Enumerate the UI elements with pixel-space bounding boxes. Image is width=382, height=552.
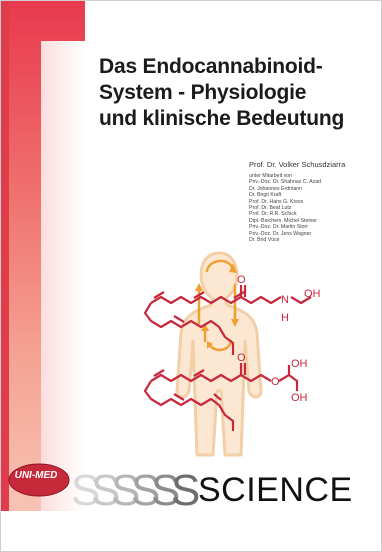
- molecule-label-n: N: [281, 294, 289, 306]
- molecule-label-oh-bottom: OH: [291, 392, 308, 404]
- arrow-head-icon: [201, 323, 209, 331]
- series-logo-icon: S S S S S S: [71, 466, 200, 513]
- svg-text:S: S: [111, 466, 140, 513]
- contributor: Prof. Dr. R.R. Schick: [249, 211, 297, 218]
- svg-text:S: S: [171, 466, 200, 513]
- molecule-label-o-top: O: [237, 274, 246, 286]
- accent-stripe-edge: [1, 1, 9, 511]
- contributor: Dipl.-Biochem. Michel Steiner: [249, 217, 318, 224]
- molecule-label-h: H: [281, 312, 289, 324]
- molecule-label-o-mid: O: [237, 352, 246, 364]
- arrow-head-icon: [207, 341, 213, 349]
- arrow-bottom-curve-icon: [207, 339, 233, 352]
- molecule-anandamide: [143, 285, 312, 355]
- contributors-intro: unter Mitarbeit von: [249, 173, 292, 179]
- contributor: Dr. Birgit Kraft: [249, 192, 282, 199]
- svg-text:S: S: [151, 466, 180, 513]
- contributor: Priv.-Doz. Dr. Shahnaz C. Azad: [249, 179, 321, 186]
- arrow-head-icon: [231, 319, 239, 327]
- stripe-notch-shade: [41, 41, 85, 511]
- contributors-list: unter Mitarbeit von Priv.-Doz. Dr. Shahn…: [249, 173, 321, 243]
- contributor: Prof. Dr. Beat Lutz: [249, 205, 292, 212]
- contributor: Priv.-Doz. Dr. Jens Wagner: [249, 230, 312, 237]
- contributor: Dr. Brid Vüce: [249, 237, 280, 244]
- cover-illustration: O N H OH O O OH OH: [143, 251, 321, 457]
- publisher-name: UNI-MED: [14, 470, 58, 481]
- arrow-head-icon: [229, 263, 237, 273]
- book-title: Das Endocannabinoid- System - Physiologi…: [99, 54, 369, 132]
- publisher-logo-icon: [8, 463, 70, 497]
- molecule-label-oh-top: OH: [304, 288, 321, 300]
- series-name: SCIENCE: [198, 471, 353, 509]
- svg-text:S: S: [131, 466, 160, 513]
- molecule-label-o-bottom: O: [271, 376, 280, 388]
- stripe-notch: [41, 41, 85, 511]
- svg-text:S: S: [91, 466, 120, 513]
- contributor: Dr. Johannes Erdmann: [249, 185, 303, 192]
- title-line: Das Endocannabinoid-: [99, 55, 323, 78]
- contributor: Prof. Dr. Hans G. Kress: [249, 198, 304, 205]
- svg-text:S: S: [71, 466, 100, 513]
- contributor: Priv.-Doz. Dr. Martin Storr: [249, 224, 308, 231]
- molecule-label-oh-mid: OH: [291, 358, 308, 370]
- arrow-head-icon: [195, 283, 203, 291]
- title-line: und klinische Bedeutung: [99, 107, 345, 130]
- author: Prof. Dr. Volker Schusdziarra: [249, 160, 346, 169]
- human-silhouette-icon: [175, 251, 263, 457]
- molecule-2ag: [143, 363, 299, 431]
- title-line: System - Physiologie: [99, 81, 307, 104]
